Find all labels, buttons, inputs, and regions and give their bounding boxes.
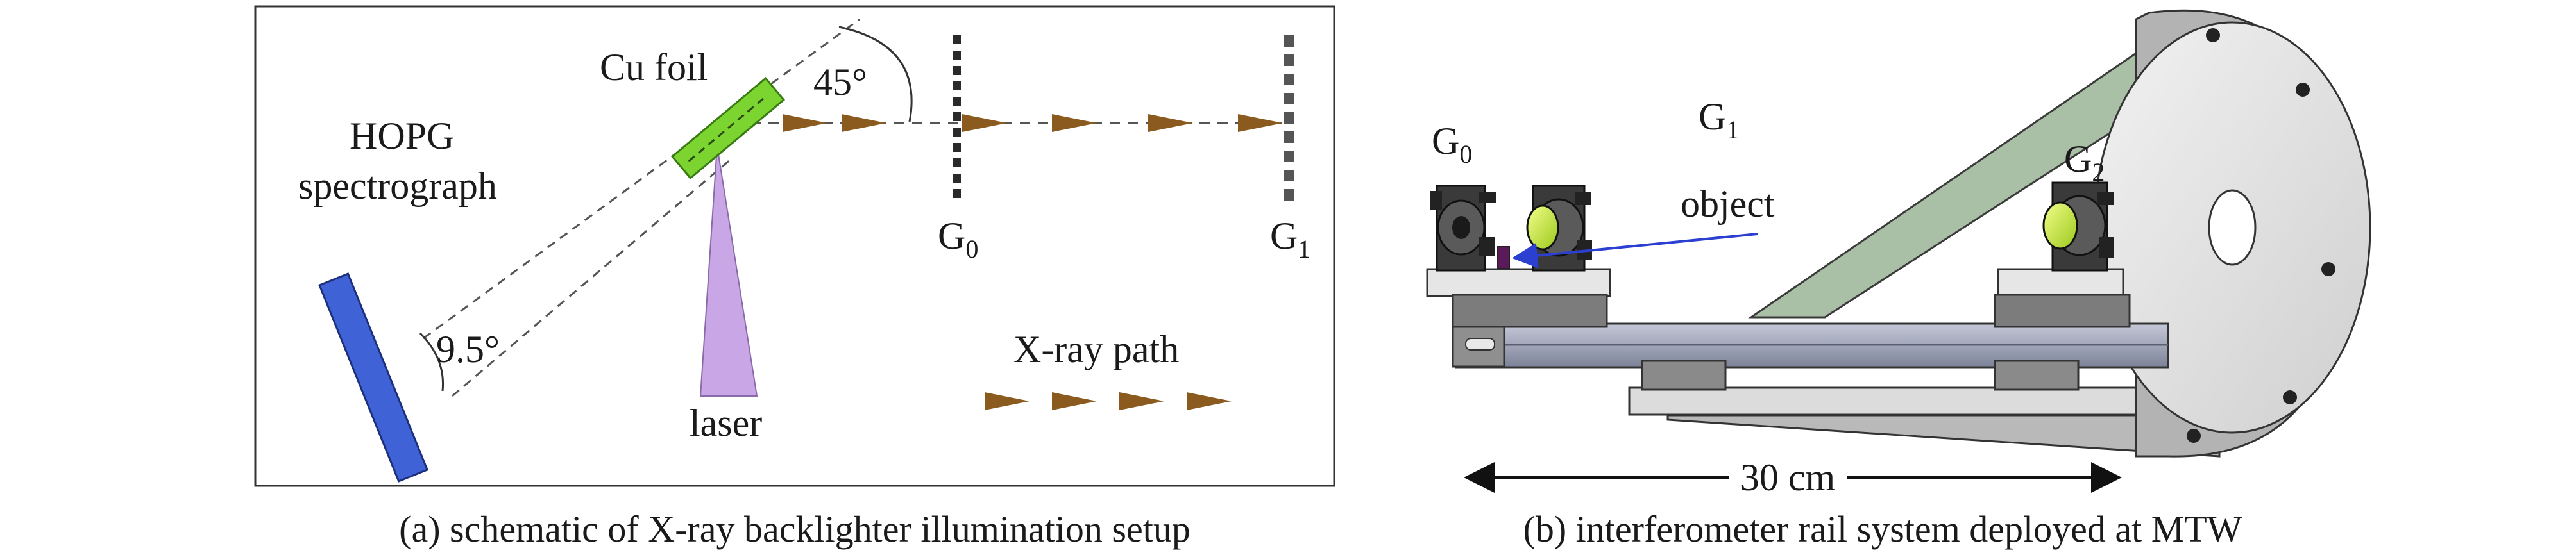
bolt bbox=[2187, 429, 2201, 443]
carriage-right-top bbox=[1997, 268, 2124, 297]
g0-label: G0 bbox=[938, 215, 978, 263]
dimension-label: 30 cm bbox=[1740, 456, 1835, 499]
angle-45-arc bbox=[838, 26, 913, 122]
xray-arrow bbox=[783, 114, 827, 132]
bolt bbox=[2296, 83, 2310, 97]
carriage-left-top bbox=[1426, 268, 1611, 297]
angle-9.5-label: 9.5° bbox=[436, 328, 500, 370]
angle-45-label: 45° bbox=[813, 61, 867, 103]
g1-label: G1 bbox=[1270, 215, 1310, 263]
xray-arrow bbox=[1052, 392, 1097, 410]
hopg-label-line2: spectrograph bbox=[298, 165, 497, 207]
g1-lens bbox=[1526, 204, 1559, 251]
angle-9.5-arc bbox=[419, 332, 445, 392]
bolt bbox=[2283, 390, 2297, 404]
xray-arrow bbox=[1238, 114, 1283, 132]
carriage-lower-right bbox=[1994, 360, 2080, 391]
carriage-left-block bbox=[1452, 294, 1608, 328]
rail-end-slot bbox=[1465, 338, 1495, 351]
xray-arrow bbox=[1148, 114, 1193, 132]
panel-b: G0 G1 G2 object 30 cm (b) interferometer… bbox=[1426, 9, 2371, 550]
xray-arrow bbox=[985, 392, 1030, 410]
g2-lens bbox=[2042, 201, 2078, 250]
object-label: object bbox=[1681, 183, 1775, 225]
end-plate-hole bbox=[2208, 189, 2257, 266]
carriage-right-block bbox=[1994, 294, 2131, 328]
cu-foil-label: Cu foil bbox=[600, 46, 708, 88]
bolt bbox=[2206, 28, 2220, 42]
beam-line-upper bbox=[423, 18, 860, 340]
g1-label-b: G1 bbox=[1699, 95, 1739, 144]
caption-a: (a) schematic of X-ray backlighter illum… bbox=[399, 508, 1191, 550]
hopg-crystal bbox=[318, 272, 429, 483]
xray-arrow bbox=[1052, 114, 1097, 132]
end-plate-bolts bbox=[2187, 28, 2335, 443]
hopg-label-line1: HOPG bbox=[350, 115, 454, 157]
xray-path-legend-arrows bbox=[985, 392, 1232, 410]
laser-cone bbox=[699, 145, 758, 397]
panel-a-frame bbox=[254, 5, 1335, 487]
cu-foil bbox=[670, 76, 786, 180]
laser-label: laser bbox=[690, 402, 762, 444]
xray-path-label: X-ray path bbox=[1013, 328, 1179, 370]
panel-a: 45° 9.5° HOPG spectrograph laser Cu foil… bbox=[254, 5, 1335, 550]
xray-arrow bbox=[962, 114, 1007, 132]
object-pointer bbox=[1512, 233, 1758, 269]
object-sample bbox=[1497, 246, 1510, 269]
g1-mount bbox=[1526, 185, 1592, 272]
xray-arrow bbox=[842, 114, 886, 132]
xray-arrow bbox=[1187, 392, 1232, 410]
g0-mount bbox=[1430, 185, 1496, 272]
g0-label-b: G0 bbox=[1432, 120, 1472, 169]
g2-label-b: G2 bbox=[2064, 138, 2105, 186]
g2-mount bbox=[2042, 181, 2114, 272]
xray-arrow bbox=[1119, 392, 1164, 410]
xray-arrows-beam bbox=[783, 114, 1283, 132]
caption-b: (b) interferometer rail system deployed … bbox=[1523, 508, 2242, 550]
carriage-lower-left bbox=[1641, 360, 1727, 391]
bolt bbox=[2321, 262, 2335, 276]
